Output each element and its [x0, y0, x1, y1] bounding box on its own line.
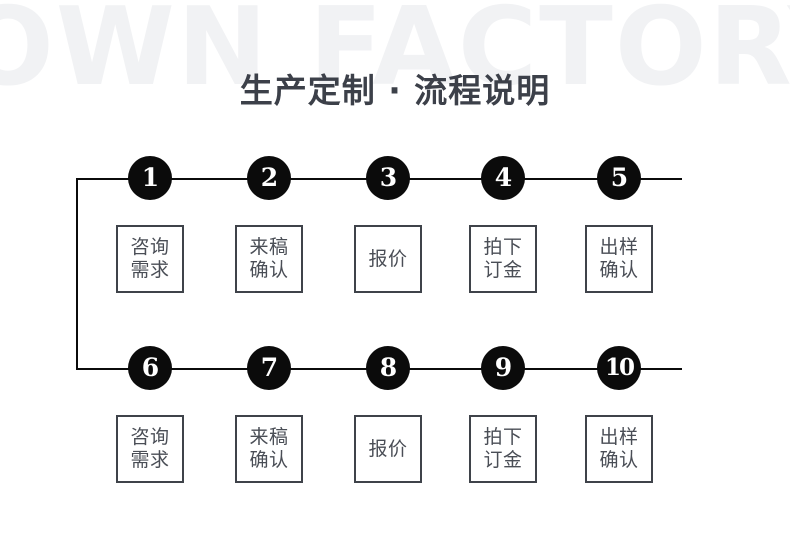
step-number-badge-7[interactable]: 7 [247, 346, 291, 390]
step-label-box-1[interactable]: 咨询需求 [116, 225, 184, 293]
step-label-box-4[interactable]: 拍下订金 [469, 225, 537, 293]
step-label-line: 来稿 [249, 236, 289, 258]
step-label-line: 来稿 [249, 426, 289, 448]
step-number-badge-6[interactable]: 6 [128, 346, 172, 390]
step-label-line: 确认 [249, 259, 289, 281]
step-label-line: 确认 [249, 449, 289, 471]
step-label-box-10[interactable]: 出样确认 [585, 415, 653, 483]
step-number-badge-4[interactable]: 4 [481, 156, 525, 200]
step-label-line: 拍下 [483, 426, 523, 448]
step-number-badge-3[interactable]: 3 [366, 156, 410, 200]
step-label-line: 确认 [599, 259, 639, 281]
step-label-line: 报价 [368, 437, 408, 460]
step-label-line: 咨询 [130, 426, 170, 448]
step-label-line: 需求 [130, 449, 170, 471]
step-label-box-5[interactable]: 出样确认 [585, 225, 653, 293]
step-number-badge-1[interactable]: 1 [128, 156, 172, 200]
step-label-line: 拍下 [483, 236, 523, 258]
step-label-box-6[interactable]: 咨询需求 [116, 415, 184, 483]
step-label-line: 出样 [599, 236, 639, 258]
step-label-line: 需求 [130, 259, 170, 281]
step-number-badge-10[interactable]: 10 [597, 346, 641, 390]
step-label-line: 订金 [483, 259, 523, 281]
step-number-badge-9[interactable]: 9 [481, 346, 525, 390]
step-number-badge-8[interactable]: 8 [366, 346, 410, 390]
step-label-line: 报价 [368, 247, 408, 270]
step-label-line: 订金 [483, 449, 523, 471]
flow-connector-vertical [76, 178, 78, 368]
page-title: 生产定制 · 流程说明 [239, 71, 551, 111]
step-label-line: 咨询 [130, 236, 170, 258]
step-number-badge-5[interactable]: 5 [597, 156, 641, 200]
step-label-box-8[interactable]: 报价 [354, 415, 422, 483]
step-label-box-9[interactable]: 拍下订金 [469, 415, 537, 483]
step-number-badge-2[interactable]: 2 [247, 156, 291, 200]
step-label-line: 确认 [599, 449, 639, 471]
step-label-box-2[interactable]: 来稿确认 [235, 225, 303, 293]
step-label-box-7[interactable]: 来稿确认 [235, 415, 303, 483]
step-label-line: 出样 [599, 426, 639, 448]
step-label-box-3[interactable]: 报价 [354, 225, 422, 293]
